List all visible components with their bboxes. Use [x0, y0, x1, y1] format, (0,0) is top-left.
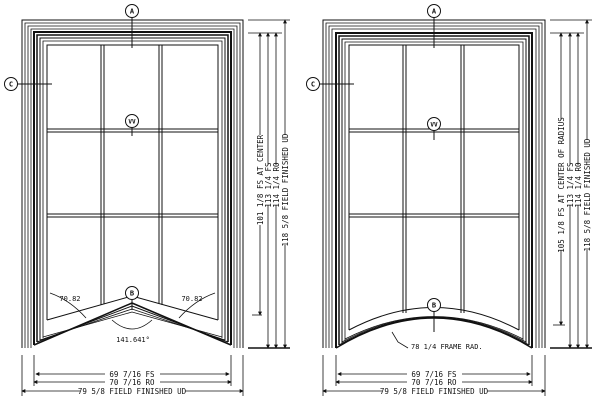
angle-center: 141.641°: [116, 336, 150, 344]
angle-left: 70.82: [59, 295, 80, 303]
dim-fs-at-center-of-radius: 105 1/8 FS AT CENTER OF RADIUS: [557, 117, 566, 253]
left-horizontal-labels: 69 7/16 FS 70 7/16 RO 79 5/8 FIELD FINIS…: [78, 369, 187, 396]
right-horizontal-labels: 69 7/16 FS 70 7/16 RO 79 5/8 FIELD FINIS…: [380, 369, 489, 396]
callout-vv: VV: [430, 122, 438, 129]
callout-c: C: [9, 81, 13, 89]
dim-fs: 113 1/4 FS: [566, 162, 575, 208]
dim-field-finished: 118 5/8 FIELD FINISHED UD: [583, 138, 592, 251]
dim-width-fs: 69 7/16 FS: [411, 370, 457, 379]
callout-a-circle: [125, 4, 139, 18]
callout-a: A: [432, 8, 437, 16]
left-callouts: A C VV B: [4, 4, 139, 300]
callout-b: B: [130, 290, 134, 298]
dim-fs: 113 1/4 FS: [264, 162, 273, 208]
dim-width-field: 79 5/8 FIELD FINISHED UD: [380, 387, 489, 396]
left-angle-labels: 70.82 70.82 141.641°: [59, 295, 202, 344]
callout-b: B: [432, 302, 436, 310]
right-vertical-labels: 105 1/8 FS AT CENTER OF RADIUS 113 1/4 F…: [557, 117, 592, 253]
callout-vv: VV: [128, 119, 136, 126]
dim-ro: 114 1/4 RO: [574, 162, 583, 208]
dim-width-fs: 69 7/16 FS: [109, 370, 155, 379]
dim-ro: 114 1/4 RO: [272, 162, 281, 208]
dim-width-field: 79 5/8 FIELD FINISHED UD: [78, 387, 187, 396]
callout-c: C: [311, 81, 315, 89]
dim-width-ro: 70 7/16 RO: [411, 378, 457, 387]
right-door-elevation: [318, 18, 546, 349]
callout-a: A: [130, 8, 135, 16]
dim-width-ro: 70 7/16 RO: [109, 378, 155, 387]
frame-radius-note: 78 1/4 FRAME RAD.: [411, 343, 483, 351]
dim-fs-at-center: 101 1/8 FS AT CENTER: [256, 134, 265, 225]
dim-field-finished: 118 5/8 FIELD FINISHED UD: [281, 133, 290, 246]
angle-right: 70.82: [181, 295, 202, 303]
left-vertical-labels: 101 1/8 FS AT CENTER 113 1/4 FS 114 1/4 …: [256, 133, 290, 246]
right-callouts: A C VV B: [306, 4, 441, 312]
